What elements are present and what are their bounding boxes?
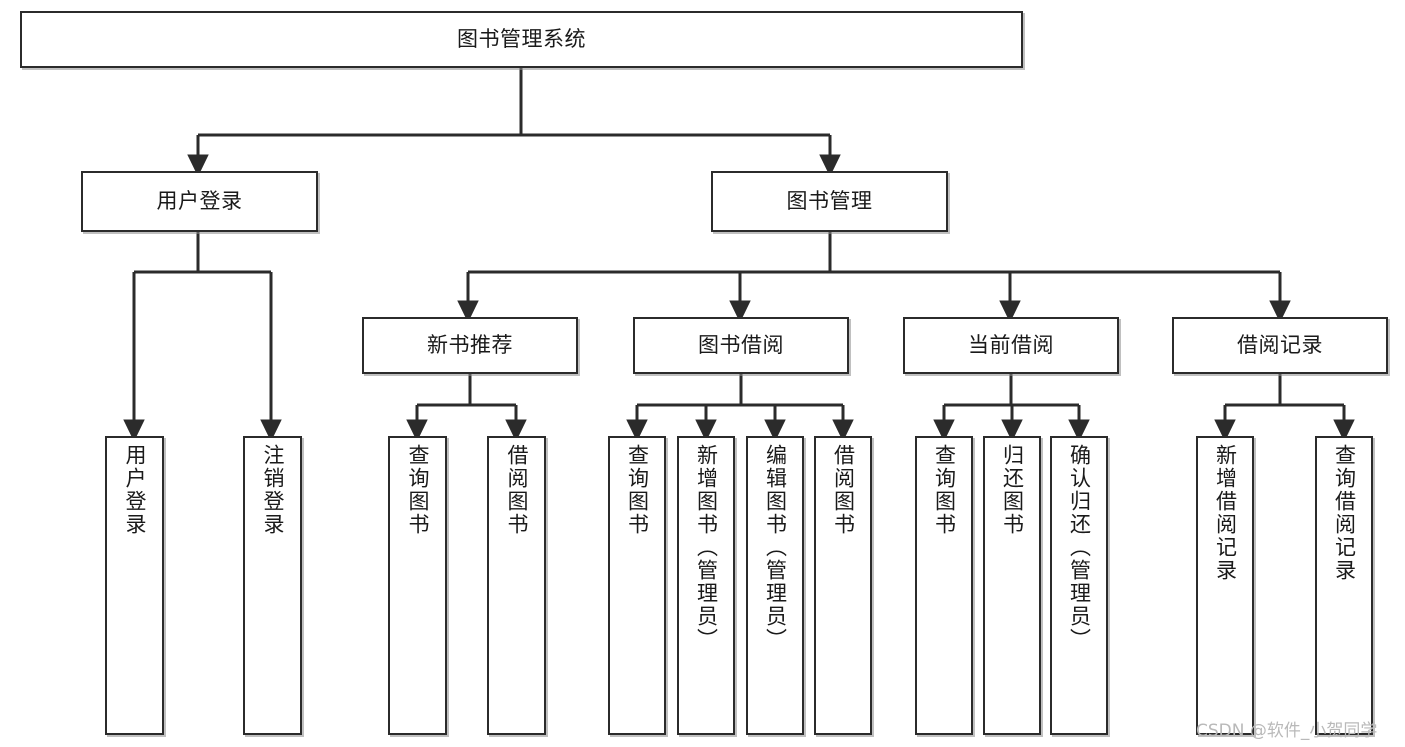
node-leaf-borrow-book-1[interactable]: 借阅图书 (487, 436, 546, 735)
node-root[interactable]: 图书管理系统 (20, 11, 1023, 68)
node-leaf-query-book-1[interactable]: 查询图书 (388, 436, 447, 735)
node-new-book-recommend-label: 新书推荐 (427, 333, 513, 358)
node-leaf-confirm-return-label: 确认归还（管理员） (1067, 444, 1092, 651)
node-leaf-return-book[interactable]: 归还图书 (983, 436, 1041, 735)
node-leaf-user-logout[interactable]: 注销登录 (243, 436, 302, 735)
node-leaf-query-book-2-label: 查询图书 (625, 444, 650, 536)
node-borrow-record[interactable]: 借阅记录 (1172, 317, 1388, 374)
node-leaf-edit-book-label: 编辑图书（管理员） (763, 444, 788, 651)
node-book-management-label: 图书管理 (786, 189, 873, 214)
node-leaf-query-book-2[interactable]: 查询图书 (608, 436, 666, 735)
node-leaf-user-login-label: 用户登录 (123, 444, 147, 536)
node-leaf-add-book[interactable]: 新增图书（管理员） (677, 436, 735, 735)
node-current-borrow[interactable]: 当前借阅 (903, 317, 1119, 374)
node-leaf-add-record-label: 新增借阅记录 (1213, 444, 1238, 582)
node-book-borrow-label: 图书借阅 (698, 333, 784, 358)
node-leaf-edit-book[interactable]: 编辑图书（管理员） (746, 436, 804, 735)
node-user-login-label: 用户登录 (156, 189, 243, 214)
node-leaf-query-record[interactable]: 查询借阅记录 (1315, 436, 1373, 735)
node-leaf-add-record[interactable]: 新增借阅记录 (1196, 436, 1254, 735)
node-leaf-query-record-label: 查询借阅记录 (1332, 444, 1357, 582)
node-user-login[interactable]: 用户登录 (81, 171, 318, 232)
node-leaf-user-login[interactable]: 用户登录 (105, 436, 164, 735)
node-borrow-record-label: 借阅记录 (1237, 333, 1323, 358)
node-leaf-query-book-1-label: 查询图书 (406, 444, 430, 536)
node-book-management[interactable]: 图书管理 (711, 171, 948, 232)
node-leaf-query-book-3[interactable]: 查询图书 (915, 436, 973, 735)
node-book-borrow[interactable]: 图书借阅 (633, 317, 849, 374)
node-current-borrow-label: 当前借阅 (968, 333, 1054, 358)
node-leaf-user-logout-label: 注销登录 (261, 444, 285, 536)
node-leaf-query-book-3-label: 查询图书 (932, 444, 957, 536)
node-new-book-recommend[interactable]: 新书推荐 (362, 317, 578, 374)
node-leaf-return-book-label: 归还图书 (1000, 444, 1025, 536)
node-leaf-borrow-book-2-label: 借阅图书 (831, 444, 856, 536)
node-leaf-confirm-return[interactable]: 确认归还（管理员） (1050, 436, 1108, 735)
node-leaf-borrow-book-1-label: 借阅图书 (505, 444, 529, 536)
node-leaf-add-book-label: 新增图书（管理员） (694, 444, 719, 651)
node-root-label: 图书管理系统 (457, 27, 586, 52)
node-leaf-borrow-book-2[interactable]: 借阅图书 (814, 436, 872, 735)
